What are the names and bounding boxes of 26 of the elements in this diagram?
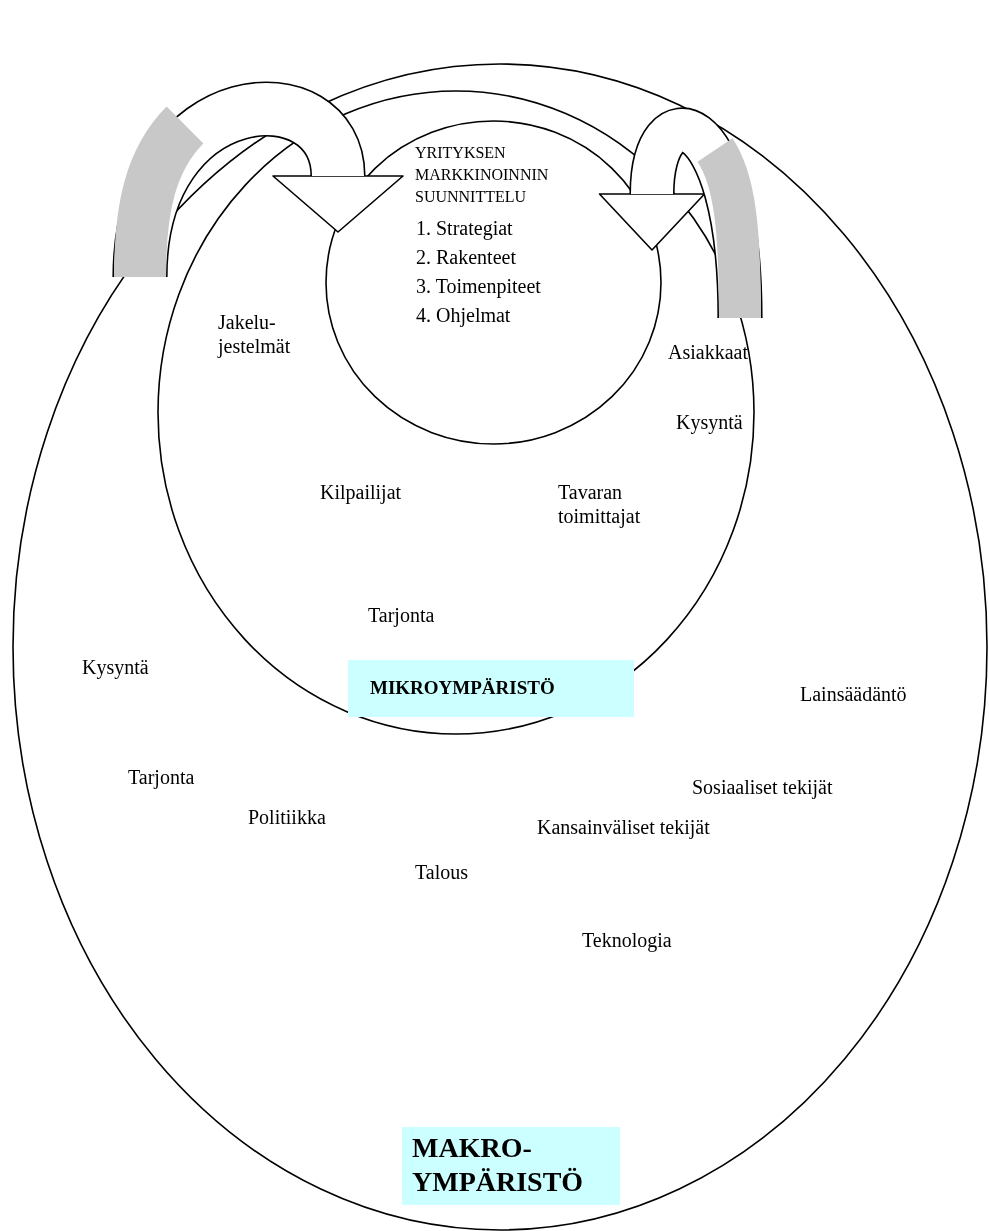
factor-label: Kilpailijat: [320, 480, 402, 504]
list-item: 1. Strategiat: [416, 216, 513, 240]
environment-title: MAKRO- YMPÄRISTÖ: [412, 1131, 585, 1199]
environment-ellipse: [157, 90, 755, 735]
factor-label: Talous: [415, 860, 469, 884]
factor-label: Tarjonta: [368, 603, 435, 627]
list-item: 2. Rakenteet: [416, 245, 516, 269]
list-item: 4. Ohjelmat: [416, 303, 511, 327]
factor-label: Jakelu- jestelmät: [218, 310, 292, 358]
factor-label: Teknologia: [582, 928, 672, 952]
title-box: [402, 1127, 620, 1205]
factor-label: Kansainväliset tekijät: [537, 815, 710, 839]
factor-label: Lainsäädäntö: [800, 682, 907, 706]
factor-label: Asiakkaat: [668, 340, 748, 364]
factor-label: Kysyntä: [676, 410, 743, 434]
environment-ellipse: [12, 63, 988, 1231]
factor-label: Kysyntä: [82, 655, 149, 679]
factor-label: Tarjonta: [128, 765, 195, 789]
factor-label: Politiikka: [248, 805, 326, 829]
planning-circle: [325, 120, 662, 445]
heading: YRITYKSEN MARKKINOINNIN SUUNNITTELU: [415, 143, 550, 207]
factor-label: Sosiaaliset tekijät: [692, 775, 833, 799]
title-box: [348, 660, 634, 717]
factor-label: Tavaran toimittajat: [558, 480, 642, 528]
environment-title: MIKROYMPÄRISTÖ: [370, 676, 555, 700]
list-item: 3. Toimenpiteet: [416, 274, 541, 298]
